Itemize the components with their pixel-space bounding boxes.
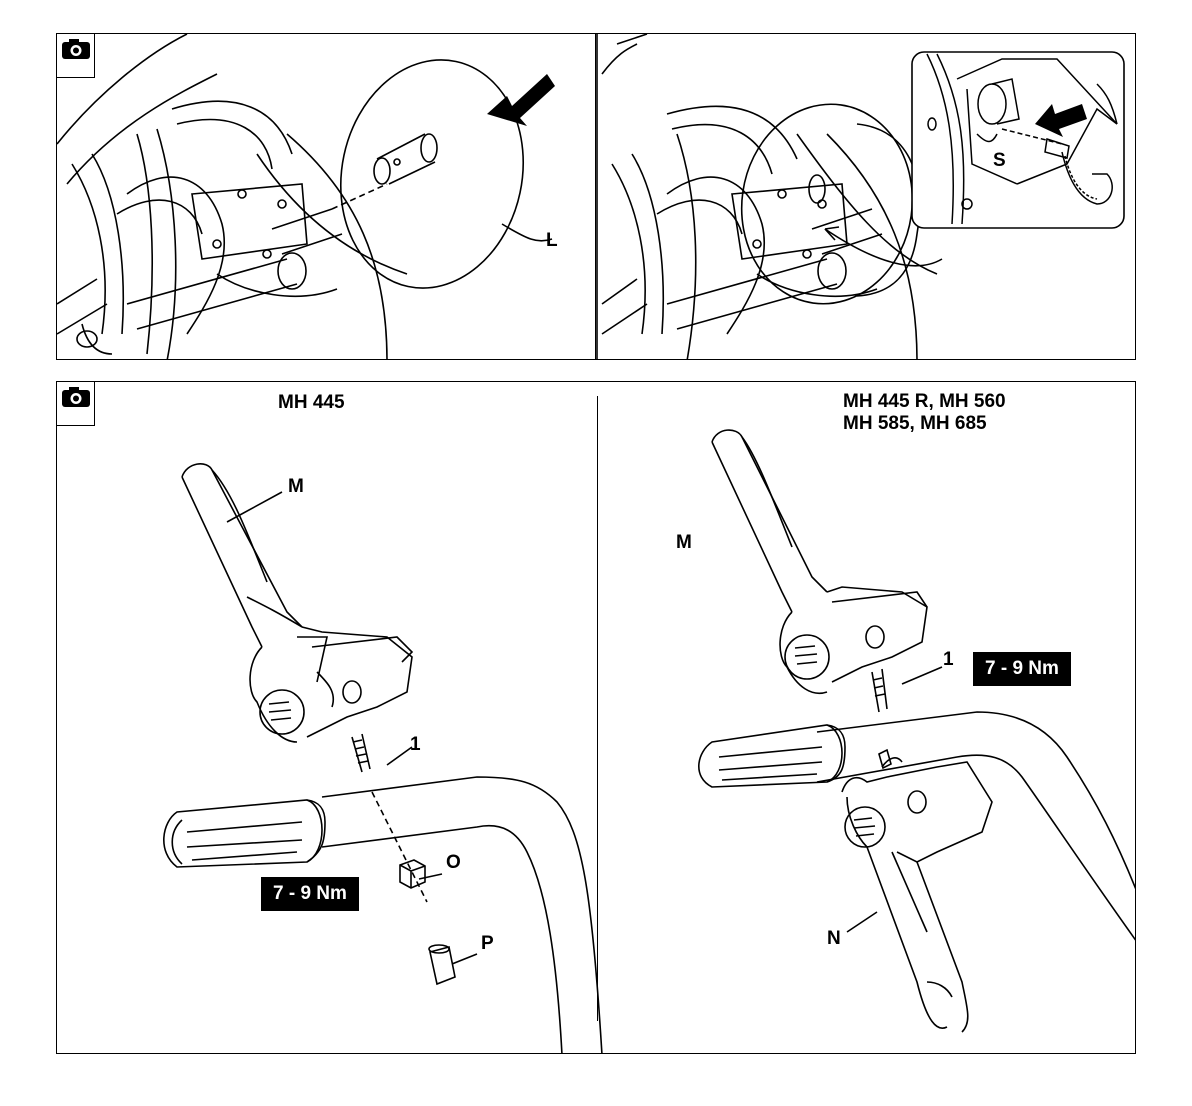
top-drawing [57,34,1136,360]
label-M-right: M [676,532,692,554]
bottom-panel: MH 445 MH 445 R, MH 560 MH 585, MH 685 M… [56,381,1136,1054]
camera-icon [61,38,91,60]
label-1-right: 1 [943,649,954,671]
label-P: P [481,933,494,955]
camera-box [57,34,95,78]
left-model-header: MH 445 [278,392,345,414]
label-M-left: M [288,476,304,498]
torque-badge-right: 7 - 9 Nm [973,652,1071,686]
camera-box [57,382,95,426]
torque-badge-left: 7 - 9 Nm [261,877,359,911]
label-1-left: 1 [410,734,421,756]
top-panel: L S [56,33,1136,360]
label-O: O [446,852,461,874]
label-L: L [546,230,558,252]
push-arrow-icon [487,74,555,126]
top-divider [595,34,596,360]
camera-icon [61,386,91,408]
bottom-divider [597,396,598,1021]
right-model-header-line2: MH 585, MH 685 [843,413,987,435]
right-model-header-line1: MH 445 R, MH 560 [843,391,1006,413]
label-S: S [993,150,1006,172]
label-N: N [827,928,841,950]
